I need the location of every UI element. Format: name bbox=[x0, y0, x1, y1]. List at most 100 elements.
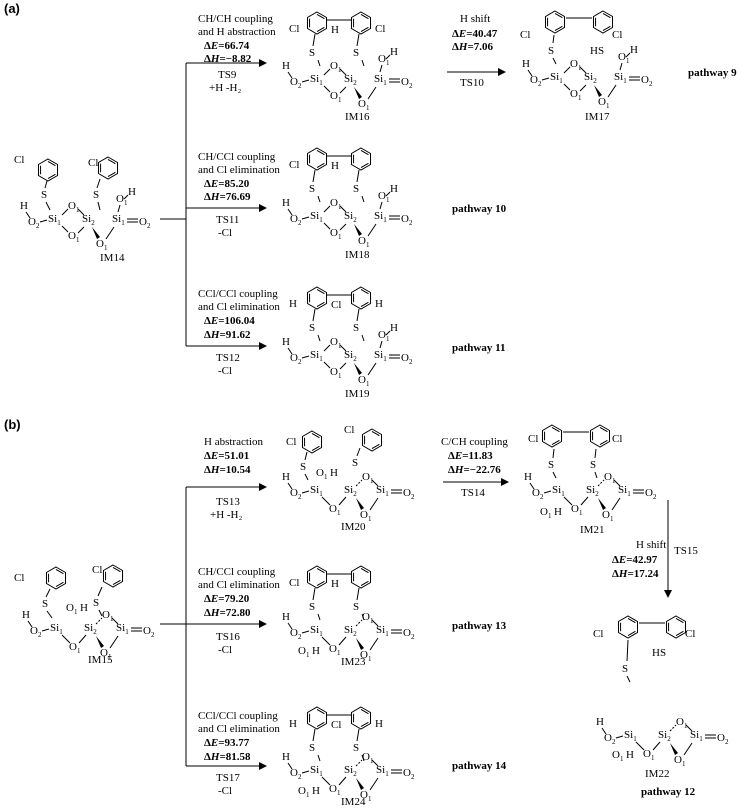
svg-text:H: H bbox=[626, 749, 634, 761]
svg-text:H: H bbox=[522, 58, 530, 70]
svg-text:O2: O2 bbox=[717, 732, 729, 746]
step-note: +H -H₂ bbox=[209, 82, 242, 94]
svg-text:Si1: Si1 bbox=[614, 71, 627, 85]
svg-text:H: H bbox=[282, 751, 290, 763]
svg-text:H: H bbox=[128, 186, 136, 198]
svg-text:Cl: Cl bbox=[88, 157, 98, 169]
svg-text:O2: O2 bbox=[641, 74, 653, 88]
svg-text:Si1: Si1 bbox=[552, 484, 565, 498]
step-ts11-conditions: CH/CCl coupling and Cl elimination ΔE=85… bbox=[198, 151, 280, 239]
svg-text:O1: O1 bbox=[330, 197, 342, 211]
ts-label: TS12 bbox=[216, 352, 240, 364]
svg-text:O2: O2 bbox=[401, 352, 413, 366]
step-label: CH/CH coupling bbox=[198, 13, 273, 25]
svg-text:O1: O1 bbox=[362, 471, 374, 485]
svg-text:O2: O2 bbox=[401, 213, 413, 227]
svg-text:O1: O1 bbox=[69, 641, 81, 655]
svg-text:Cl: Cl bbox=[286, 436, 296, 448]
delta-e: ΔE=51.01 bbox=[204, 450, 249, 462]
svg-text:Si1: Si1 bbox=[310, 210, 323, 224]
svg-text:O1: O1 bbox=[360, 509, 372, 523]
step-ts16-conditions: CH/CCl coupling and Cl elimination ΔE=79… bbox=[198, 566, 280, 656]
im17-label: IM17 bbox=[585, 111, 610, 123]
svg-text:O2: O2 bbox=[290, 627, 302, 641]
svg-text:H: H bbox=[596, 716, 604, 728]
step-note: -Cl bbox=[218, 785, 232, 797]
svg-text:O1: O1 bbox=[598, 96, 610, 110]
svg-text:H: H bbox=[289, 718, 297, 730]
svg-text:Si2: Si2 bbox=[344, 624, 357, 638]
delta-h: ΔH=76.69 bbox=[204, 191, 251, 203]
svg-text:O1: O1 bbox=[360, 649, 372, 663]
svg-text:Si2: Si2 bbox=[82, 213, 95, 227]
svg-text:Si1: Si1 bbox=[624, 729, 637, 743]
svg-text:H: H bbox=[20, 200, 28, 212]
delta-h: ΔH=91.62 bbox=[204, 329, 251, 341]
svg-text:Cl: Cl bbox=[520, 29, 530, 41]
step-label: C/CH coupling bbox=[441, 436, 508, 448]
im23-label: IM23 bbox=[341, 656, 366, 668]
svg-text:Si2: Si2 bbox=[344, 484, 357, 498]
svg-text:H: H bbox=[375, 718, 383, 730]
svg-text:Si1: Si1 bbox=[374, 73, 387, 87]
svg-text:H: H bbox=[331, 160, 339, 172]
svg-text:O1: O1 bbox=[358, 235, 370, 249]
step-label: CCl/CCl coupling bbox=[198, 288, 278, 300]
delta-e: ΔE=11.83 bbox=[448, 450, 493, 462]
svg-text:S: S bbox=[352, 457, 358, 469]
step-ts17-conditions: CCl/CCl coupling and Cl elimination ΔE=9… bbox=[198, 710, 280, 797]
pathway-12-label: pathway 12 bbox=[641, 786, 696, 798]
step-label: and Cl elimination bbox=[198, 579, 280, 591]
svg-text:S: S bbox=[353, 742, 359, 754]
step-note: -Cl bbox=[218, 644, 232, 656]
svg-text:O2: O2 bbox=[604, 732, 616, 746]
svg-text:H: H bbox=[282, 471, 290, 483]
svg-text:H: H bbox=[331, 578, 339, 590]
svg-text:O2: O2 bbox=[139, 216, 151, 230]
im21-label: IM21 bbox=[580, 524, 604, 536]
ts-label: TS10 bbox=[460, 77, 484, 89]
svg-text:Si1: Si1 bbox=[376, 484, 389, 498]
svg-text:S: S bbox=[353, 601, 359, 613]
panel-b-arrows bbox=[160, 478, 672, 770]
svg-text:S: S bbox=[622, 663, 628, 675]
svg-text:H: H bbox=[289, 298, 297, 310]
step-note: +H -H₂ bbox=[210, 509, 243, 521]
ts-label: TS13 bbox=[216, 496, 240, 508]
step-ts13-conditions: H abstraction ΔE=51.01 ΔH=10.54 TS13 +H … bbox=[204, 436, 263, 521]
svg-text:S: S bbox=[353, 322, 359, 334]
svg-text:H: H bbox=[630, 44, 638, 56]
svg-text:Si1: Si1 bbox=[310, 764, 323, 778]
svg-text:O2: O2 bbox=[645, 487, 657, 501]
svg-text:Cl: Cl bbox=[344, 424, 354, 436]
svg-text:Cl: Cl bbox=[331, 719, 341, 731]
svg-text:Cl: Cl bbox=[92, 564, 102, 576]
im24-label: IM24 bbox=[341, 796, 366, 808]
svg-text:S: S bbox=[309, 322, 315, 334]
svg-text:O1: O1 bbox=[330, 90, 342, 104]
svg-text:O2: O2 bbox=[30, 625, 42, 639]
svg-text:Si1: Si1 bbox=[550, 71, 563, 85]
step-label: and Cl elimination bbox=[198, 301, 280, 313]
step-ts9-conditions: CH/CH coupling and H abstraction ΔE=66.7… bbox=[198, 13, 276, 94]
ts-label: TS9 bbox=[218, 69, 237, 81]
svg-text:O1: O1 bbox=[330, 60, 342, 74]
im20-label: IM20 bbox=[341, 521, 366, 533]
svg-text:O1: O1 bbox=[100, 647, 112, 661]
step-label: CCl/CCl coupling bbox=[198, 710, 278, 722]
ts-label: TS17 bbox=[216, 772, 240, 784]
svg-text:Si1: Si1 bbox=[376, 764, 389, 778]
svg-text:H: H bbox=[22, 609, 30, 621]
delta-e: ΔE=66.74 bbox=[204, 40, 250, 52]
svg-text:Si2: Si2 bbox=[84, 622, 97, 636]
svg-text:O1: O1 bbox=[674, 754, 686, 768]
svg-text:O1: O1 bbox=[618, 51, 630, 65]
svg-text:Si1: Si1 bbox=[374, 210, 387, 224]
delta-e: ΔE=42.97 bbox=[612, 554, 658, 566]
svg-text:H: H bbox=[312, 645, 320, 657]
delta-e: ΔE=106.04 bbox=[204, 315, 255, 327]
